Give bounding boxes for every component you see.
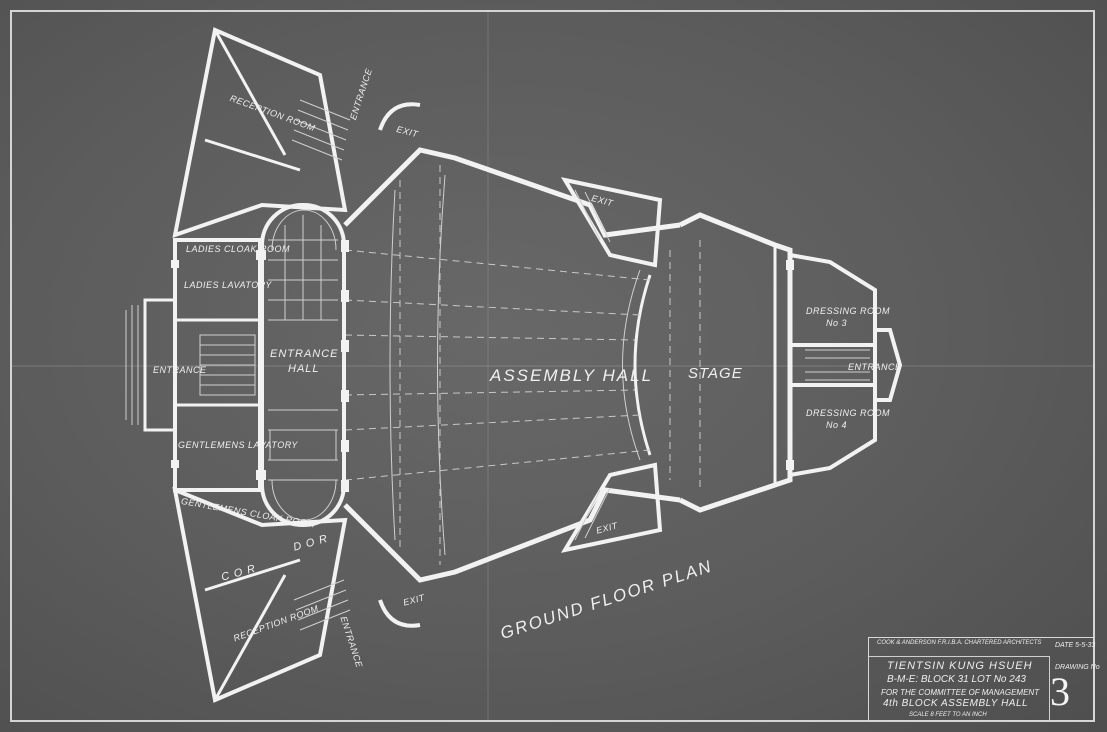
south-exit-stair-block — [560, 462, 663, 553]
drawing-border — [10, 10, 1095, 722]
dressing-room-3-label: DRESSING ROOM — [806, 306, 891, 316]
hall-south-wall — [343, 487, 681, 583]
block-lot-line: B-M-E: BLOCK 31 LOT No 243 — [887, 674, 1026, 685]
drawing-number-label: DRAWING No — [1055, 664, 1100, 671]
south-wing-walls — [172, 486, 348, 703]
stage-front-arc — [622, 269, 641, 461]
entrance-hall-apse-top — [271, 209, 337, 251]
title-block-inner-frame — [869, 656, 1050, 721]
north-exit-apse — [378, 102, 421, 131]
reception-room-wall — [213, 574, 287, 701]
dressing-room-3-walls — [788, 252, 877, 347]
entrance-left-label: ENTRANCE — [153, 365, 207, 375]
dressing-room-4-walls — [788, 383, 877, 478]
south-stair-treads — [293, 579, 351, 631]
ceiling-line — [344, 389, 636, 396]
entrance-hall-apse-bottom — [271, 479, 337, 521]
ceiling-line — [344, 449, 651, 481]
entrance-hall-stair — [269, 429, 337, 461]
north-wing-walls — [172, 27, 348, 239]
reception-room-wall — [213, 29, 287, 156]
stage-enclosure — [678, 212, 793, 513]
south-exit-apse — [378, 599, 421, 628]
scale-note: SCALE 8 FEET TO AN INCH — [909, 712, 987, 718]
rear-stair-treads — [805, 349, 870, 381]
ceiling-line — [344, 414, 641, 431]
ceiling-line — [344, 249, 651, 281]
hall-north-wall — [343, 147, 681, 238]
dressing-room-4-number: No 4 — [826, 420, 848, 430]
north-wing-corridor-wall — [204, 138, 301, 172]
ladies-lavatory-label: LADIES LAVATORY — [184, 280, 272, 290]
ceiling-line — [344, 299, 641, 316]
dressing-room-3-number: No 3 — [826, 318, 848, 328]
entrance-right-label: ENTRANCE — [848, 362, 902, 372]
ceiling-line — [344, 334, 636, 341]
assembly-hall-label: ASSEMBLY HALL — [490, 366, 654, 385]
entrance-hall-label-line2: HALL — [288, 363, 320, 375]
balcony-curve — [389, 189, 396, 541]
title-block: COOK & ANDERSON F.R.I.B.A. CHARTERED ARC… — [868, 637, 1100, 721]
dressing-room-4-label: DRESSING ROOM — [806, 408, 891, 418]
drawing-number: 3 — [1050, 669, 1070, 714]
ladies-cloak-room-label: LADIES CLOAK ROOM — [186, 244, 291, 254]
stair-treads — [200, 344, 255, 386]
entrance-steps — [125, 305, 139, 425]
assembly-hall-line: 4th BLOCK ASSEMBLY HALL — [883, 698, 1029, 709]
architects-credit: COOK & ANDERSON F.R.I.B.A. CHARTERED ARC… — [877, 640, 1042, 646]
entrance-hall-label-line1: ENTRANCE — [270, 348, 339, 360]
stage-label: STAGE — [688, 365, 743, 382]
exit-stair-treads — [574, 189, 611, 541]
main-entrance-porch — [143, 298, 177, 432]
project-title: TIENTSIN KUNG HSUEH — [887, 660, 1033, 672]
committee-line: FOR THE COMMITTEE OF MANAGEMENT — [881, 688, 1040, 697]
south-wing-corridor-wall — [204, 558, 301, 592]
drawing-date: DATE 5-5-33 — [1055, 642, 1096, 649]
north-exit-stair-block — [560, 177, 663, 268]
balcony-curve — [437, 174, 446, 556]
proscenium-arc — [633, 274, 652, 456]
rear-entrance-bay — [873, 328, 903, 402]
gentlemens-lavatory-label: GENTLEMENS LAVATORY — [178, 440, 298, 450]
north-stair-treads — [291, 99, 351, 161]
column-piers — [171, 240, 794, 492]
